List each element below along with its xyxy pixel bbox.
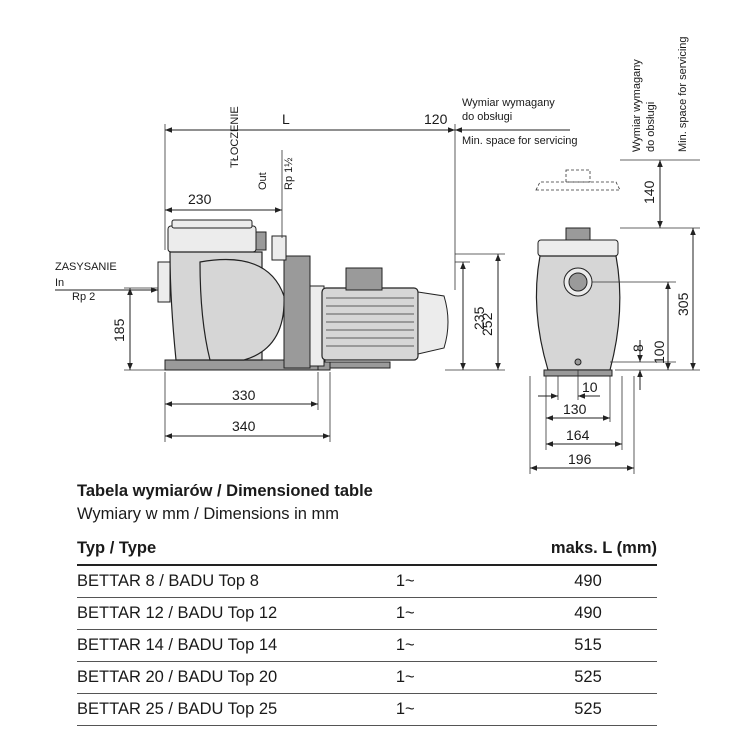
cell-phase: 1~ bbox=[395, 661, 491, 694]
cell-max-l: 515 bbox=[490, 629, 657, 662]
cell-max-l: 490 bbox=[490, 565, 657, 598]
dim-305: 305 bbox=[675, 292, 691, 316]
outlet-label-en: Out bbox=[257, 172, 269, 190]
dimensions-table-section: Tabela wymiarów / Dimensioned table Wymi… bbox=[77, 480, 657, 726]
dim-330: 330 bbox=[232, 387, 256, 403]
table-row: BETTAR 8 / BADU Top 8 1~ 490 bbox=[77, 565, 657, 598]
cell-phase: 1~ bbox=[395, 629, 491, 662]
cell-phase: 1~ bbox=[395, 597, 491, 630]
cell-type: BETTAR 12 / BADU Top 12 bbox=[77, 597, 396, 630]
dim-L: L bbox=[282, 111, 290, 127]
header-type: Typ / Type bbox=[77, 532, 396, 566]
service-note-v-pl-1: Wymiar wymagany bbox=[631, 59, 643, 152]
side-view-dimensions: L 120 230 TŁOCZENIE Out Rp 1½ ZASYSANIE … bbox=[55, 97, 578, 442]
cell-type: BETTAR 20 / BADU Top 20 bbox=[77, 661, 396, 694]
table-title: Tabela wymiarów / Dimensioned table bbox=[77, 482, 373, 500]
dim-8: 8 bbox=[630, 344, 646, 352]
dim-196: 196 bbox=[568, 451, 592, 467]
service-note-en: Min. space for servicing bbox=[462, 135, 578, 147]
table-subtitle: Wymiary w mm / Dimensions in mm bbox=[77, 505, 340, 523]
cell-type: BETTAR 8 / BADU Top 8 bbox=[77, 565, 396, 598]
pump-front-view bbox=[535, 169, 621, 377]
service-note-pl-2: do obsługi bbox=[462, 111, 512, 123]
service-note-v-pl-2: do obsługi bbox=[645, 102, 657, 152]
dim-10: 10 bbox=[582, 379, 598, 395]
dim-100: 100 bbox=[651, 340, 667, 364]
inlet-label-en: In bbox=[55, 277, 64, 289]
dim-120: 120 bbox=[424, 111, 448, 127]
dim-130: 130 bbox=[563, 401, 587, 417]
outlet-label-pl: TŁOCZENIE bbox=[229, 106, 241, 168]
table-row: BETTAR 12 / BADU Top 12 1~ 490 bbox=[77, 597, 657, 630]
service-note-v-en: Min. space for servicing bbox=[677, 36, 689, 152]
dim-140: 140 bbox=[641, 180, 657, 204]
dim-164: 164 bbox=[566, 427, 590, 443]
outlet-thread: Rp 1½ bbox=[283, 158, 295, 190]
inlet-thread: Rp 2 bbox=[72, 291, 95, 303]
front-view-dimensions: Wymiar wymagany do obsługi Min. space fo… bbox=[529, 36, 700, 474]
cell-phase: 1~ bbox=[395, 565, 491, 598]
header-max-l: maks. L (mm) bbox=[490, 532, 657, 566]
table-row: BETTAR 25 / BADU Top 25 1~ 525 bbox=[77, 693, 657, 726]
inlet-label-pl: ZASYSANIE bbox=[55, 261, 117, 273]
dim-230: 230 bbox=[188, 191, 212, 207]
table-header-row: Typ / Type maks. L (mm) bbox=[77, 532, 657, 566]
pump-side-view bbox=[157, 219, 449, 371]
cell-type: BETTAR 14 / BADU Top 14 bbox=[77, 629, 396, 662]
header-phase bbox=[395, 532, 491, 566]
cell-max-l: 525 bbox=[490, 693, 657, 726]
pump-dimension-drawing: L 120 230 TŁOCZENIE Out Rp 1½ ZASYSANIE … bbox=[55, 36, 700, 474]
table-row: BETTAR 14 / BADU Top 14 1~ 515 bbox=[77, 629, 657, 662]
dim-235: 235 bbox=[471, 306, 487, 330]
cell-type: BETTAR 25 / BADU Top 25 bbox=[77, 693, 396, 726]
service-note-pl-1: Wymiar wymagany bbox=[462, 97, 555, 109]
table-row: BETTAR 20 / BADU Top 20 1~ 525 bbox=[77, 661, 657, 694]
cell-phase: 1~ bbox=[395, 693, 491, 726]
dim-252: 252 bbox=[479, 312, 495, 336]
dim-340: 340 bbox=[232, 418, 256, 434]
cell-max-l: 525 bbox=[490, 661, 657, 694]
dim-185: 185 bbox=[111, 318, 127, 342]
dimensions-table: Typ / Type maks. L (mm) BETTAR 8 / BADU … bbox=[77, 532, 657, 726]
cell-max-l: 490 bbox=[490, 597, 657, 630]
